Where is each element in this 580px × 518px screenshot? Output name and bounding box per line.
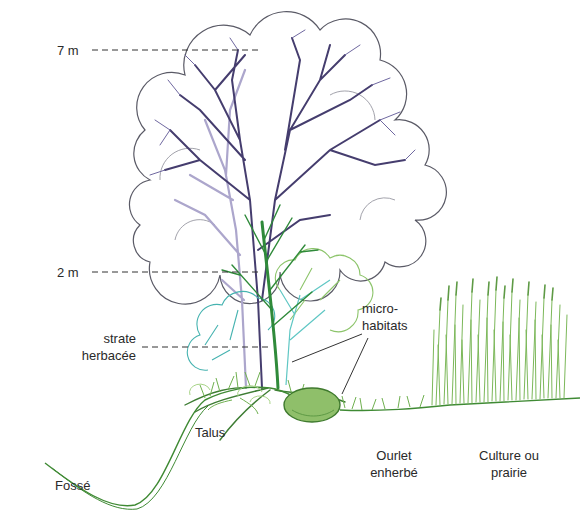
ditch-line bbox=[52, 406, 208, 509]
leader-line bbox=[292, 334, 368, 394]
shrub-teal bbox=[187, 291, 274, 370]
callout-label: micro-habitats bbox=[362, 300, 424, 334]
tree-trunk-light bbox=[175, 70, 246, 388]
ground-line bbox=[45, 387, 580, 506]
zone-name: Culture ou prairie bbox=[468, 447, 550, 481]
zone-name: Ourlet enherbé bbox=[352, 447, 436, 481]
canopy-contour bbox=[160, 91, 395, 240]
grass-seed-heads bbox=[440, 277, 553, 310]
herb-clumps bbox=[190, 384, 271, 404]
rock-shade bbox=[292, 410, 334, 416]
sapling-branches bbox=[222, 205, 318, 325]
height-mark: 2 m bbox=[57, 264, 97, 281]
height-mark: 7 m bbox=[57, 42, 97, 59]
meadow-grass bbox=[432, 290, 567, 405]
rock bbox=[284, 388, 340, 422]
tree-twigs bbox=[150, 30, 415, 175]
zone-name: Fossé bbox=[55, 477, 115, 494]
layer-name: strate herbacée bbox=[48, 330, 136, 364]
height-dash-2 bbox=[92, 272, 262, 273]
shrub-green bbox=[275, 249, 373, 332]
height-dash-7 bbox=[92, 50, 262, 51]
tree-branches bbox=[165, 38, 405, 388]
zone-name: Talus bbox=[195, 424, 255, 441]
shrub-teal-branches bbox=[280, 280, 330, 385]
layer-dash bbox=[142, 347, 268, 348]
roots bbox=[185, 387, 345, 440]
